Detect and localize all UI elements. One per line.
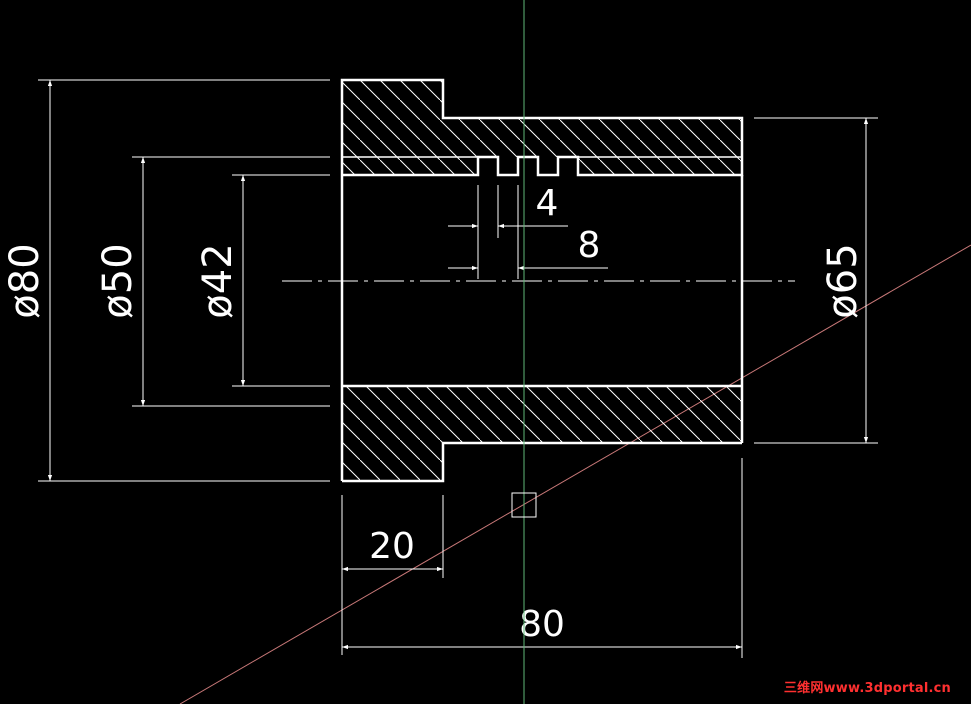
extension-lines xyxy=(38,79,878,658)
dim-8-text: 8 xyxy=(578,225,601,266)
dim-d50-text: ø50 xyxy=(95,243,141,318)
watermark: 三维网www.3dportal.cn xyxy=(783,681,951,696)
dim-20-text: 20 xyxy=(369,526,415,567)
dim-d42-text: ø42 xyxy=(195,243,241,318)
dim-d80-text: ø80 xyxy=(2,243,48,318)
bushing-outline xyxy=(340,78,744,483)
cursor-pickbox xyxy=(511,492,537,518)
dim-4-text: 4 xyxy=(536,183,559,224)
construction-line xyxy=(179,244,971,704)
dim-d65-text: ø65 xyxy=(820,243,866,318)
dimension-lines xyxy=(47,80,869,650)
dim-80-text: 80 xyxy=(519,604,565,645)
